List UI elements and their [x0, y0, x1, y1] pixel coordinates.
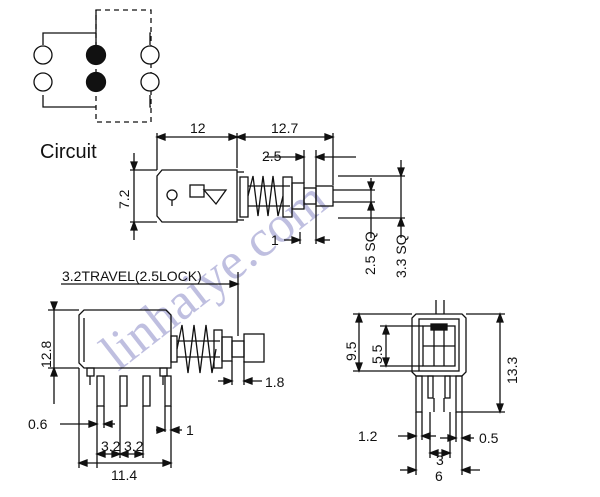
dim-7-2: 7.2	[116, 189, 132, 209]
pin-open-bottom-left	[33, 72, 53, 92]
dim-11-4: 11.4	[111, 467, 137, 483]
dim-12-7: 12.7	[271, 120, 298, 136]
pin-open-top-right	[140, 45, 160, 65]
dim-2-5-sq: 2.5 SQ	[362, 231, 378, 275]
dim-6: 6	[435, 468, 443, 484]
pin-common-top	[85, 44, 107, 66]
dim-3-2-left: 3.2	[101, 438, 121, 454]
dim-3: 3	[436, 452, 444, 468]
dim-3-3-sq: 3.3 SQ	[393, 234, 409, 278]
dim-0-6: 0.6	[28, 416, 48, 432]
pin-open-bottom-right	[140, 72, 160, 92]
dim-2-5: 2.5	[262, 148, 282, 164]
front-view	[353, 300, 505, 475]
dim-1-top: 1	[271, 232, 279, 248]
dim-13-3: 13.3	[504, 357, 520, 384]
dim-12: 12	[190, 120, 206, 136]
dim-1-8: 1.8	[265, 374, 285, 390]
dim-0-5: 0.5	[479, 430, 499, 446]
dim-1-side: 1	[186, 422, 194, 438]
dim-9-5: 9.5	[343, 341, 359, 361]
pin-open-top-left	[33, 45, 53, 65]
dim-travel: 3.2TRAVEL(2.5LOCK)	[62, 268, 202, 284]
top-view	[130, 133, 405, 244]
dim-1-2: 1.2	[358, 428, 378, 444]
side-view	[48, 272, 265, 468]
dim-5-5: 5.5	[369, 344, 385, 364]
circuit-label: Circuit	[40, 141, 97, 163]
pin-common-bottom	[85, 71, 107, 93]
circuit-diagram	[33, 9, 160, 123]
dim-3-2-right: 3.2	[124, 438, 144, 454]
dim-12-8: 12.8	[38, 341, 54, 368]
